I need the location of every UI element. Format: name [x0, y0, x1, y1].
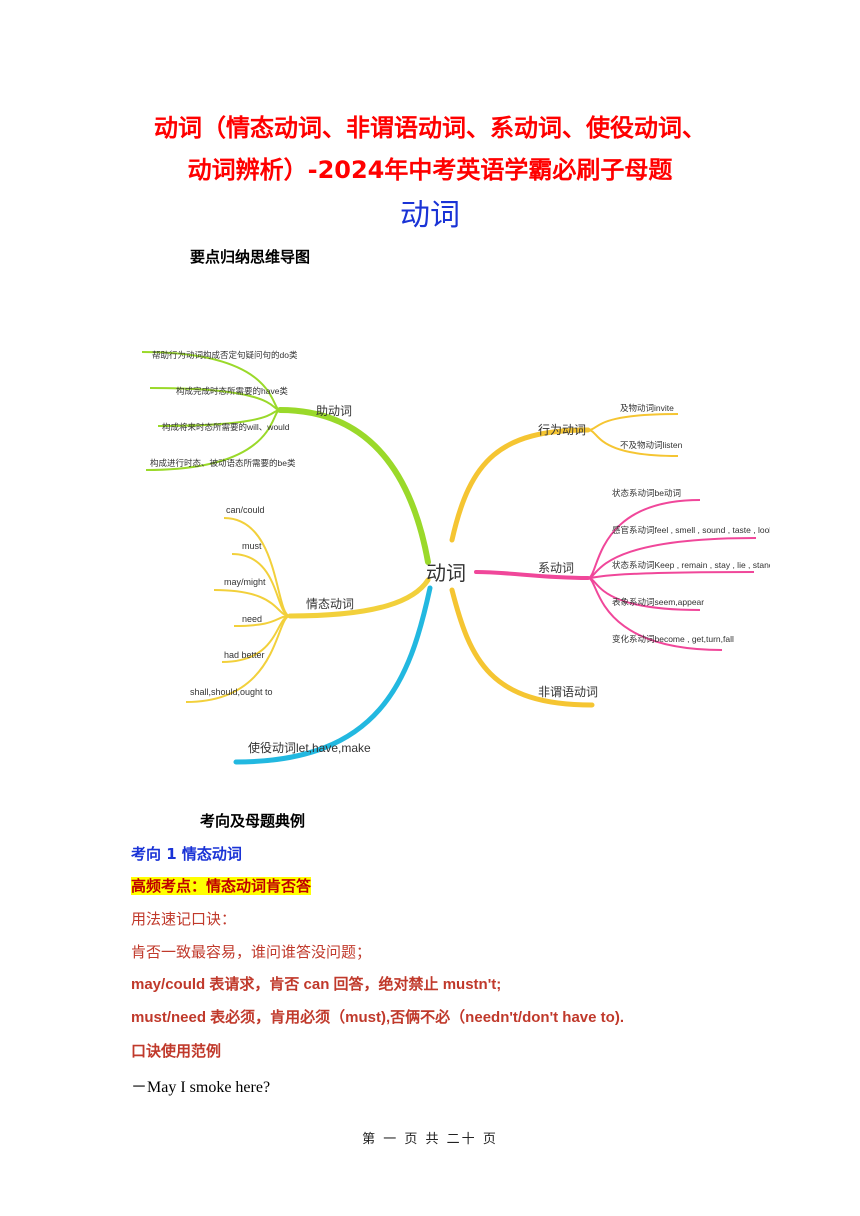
- mnemonic-line-3: must/need 表必须，肯用必须（must),否俩不必（needn't/do…: [131, 1009, 624, 1026]
- modal-item: may/might: [224, 577, 266, 587]
- action-subbranches: [587, 413, 679, 457]
- direction-heading: 考向 1 情态动词: [131, 845, 242, 863]
- modal-subbranches: [185, 517, 291, 703]
- branch-nonfinite: [449, 587, 595, 708]
- aux-label: 助动词: [316, 404, 352, 418]
- linking-subbranches: [587, 499, 757, 651]
- section-heading-mindmap: 要点归纳思维导图: [190, 248, 311, 266]
- action-item: 及物动词invite: [620, 403, 674, 413]
- aux-item: 构成完成时态所需要的have类: [176, 386, 288, 396]
- aux-item: 构成将来时态所需要的will、would: [162, 422, 290, 432]
- linking-item: 状态系动词be动词: [612, 488, 681, 498]
- modal-label: 情态动词: [306, 597, 354, 611]
- action-label: 行为动词: [538, 423, 586, 437]
- section-heading-examples: 考向及母题典例: [200, 812, 306, 830]
- doc-title-line-1: 动词（情态动词、非谓语动词、系动词、使役动词、: [154, 114, 706, 142]
- linking-item: 变化系动词become , get,turn,fall: [612, 634, 734, 644]
- aux-subbranches: [141, 351, 281, 471]
- doc-subtitle: 动词: [400, 198, 460, 233]
- action-item: 不及物动词listen: [620, 440, 683, 450]
- linking-item: 感官系动词feel , smell , sound , taste , look: [612, 525, 770, 535]
- modal-item: must: [242, 541, 262, 551]
- mnemonic-line-2: may/could 表请求，肯否 can 回答，绝对禁止 mustn't;: [131, 976, 502, 993]
- modal-item: shall,should,ought to: [190, 687, 273, 697]
- nonfinite-label: 非谓语动词: [538, 685, 598, 699]
- modal-item: can/could: [226, 505, 265, 515]
- mnemonic-line-1: 肯否一致最容易，谁问谁答没问题；: [131, 943, 372, 961]
- mind-map-svg: 动词 助动词 情态动词 使役动词let,have,make 行为动词 系动词 非…: [141, 350, 770, 765]
- mind-map: 动词 助动词 情态动词 使役动词let,have,make 行为动词 系动词 非…: [130, 300, 770, 780]
- branch-aux: [277, 407, 431, 565]
- modal-item: had better: [224, 650, 265, 660]
- page-footer: 第 一 页 共 二十 页: [362, 1132, 498, 1147]
- doc-title-line-2: 动词辨析）-2024年中考英语学霸必刷子母题: [187, 156, 673, 184]
- example-label: 口诀使用范例: [131, 1042, 222, 1060]
- branch-action: [449, 427, 591, 543]
- branch-modal: [287, 577, 431, 619]
- linking-label: 系动词: [538, 561, 574, 575]
- highlight-line: 高频考点：情态动词肯否答: [131, 875, 312, 897]
- example-line-1: －May I smoke here?: [131, 1079, 271, 1096]
- mnemonic-label: 用法速记口诀：: [131, 910, 237, 928]
- branch-causative: [233, 585, 433, 765]
- aux-item: 构成进行时态、被动语态所需要的be类: [150, 458, 296, 468]
- modal-item: need: [242, 614, 262, 624]
- branch-linking: [474, 570, 590, 580]
- aux-item: 帮助行为动词构成否定句疑问句的do类: [152, 350, 298, 360]
- linking-item: 表象系动词seem,appear: [612, 597, 704, 607]
- mind-map-center: 动词: [426, 562, 466, 585]
- causative-label: 使役动词let,have,make: [248, 740, 371, 755]
- linking-item: 状态系动词Keep , remain , stay , lie , stand: [612, 560, 770, 570]
- highlight-text: 高频考点：情态动词肯否答: [131, 877, 312, 895]
